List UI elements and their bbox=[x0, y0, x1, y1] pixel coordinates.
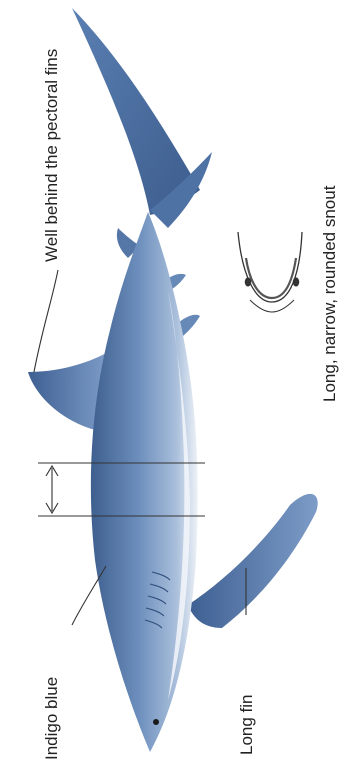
leader-dorsal bbox=[34, 270, 58, 372]
double-arrow-icon bbox=[46, 466, 58, 513]
leader-color bbox=[72, 566, 106, 625]
label-dorsal: Well behind the pectoral fins bbox=[42, 49, 61, 262]
label-pectoral: Long fin bbox=[237, 695, 256, 756]
shark-body bbox=[91, 212, 198, 752]
pectoral-fin bbox=[188, 494, 318, 628]
shark-eye bbox=[153, 719, 159, 725]
label-snout: Long, narrow, rounded snout bbox=[320, 185, 339, 402]
shark-illustration bbox=[28, 8, 318, 752]
snout-diagram bbox=[238, 232, 302, 312]
label-color: Indigo blue bbox=[42, 677, 61, 760]
